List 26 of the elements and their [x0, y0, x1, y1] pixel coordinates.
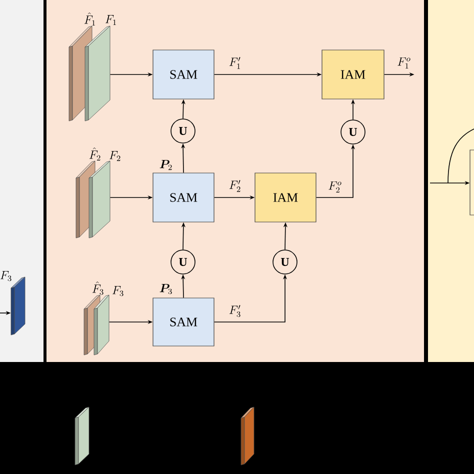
module-box: SAM — [152, 298, 214, 346]
edge-label: $F'_1$ — [229, 57, 240, 69]
feature-map — [74, 406, 90, 466]
feature-label: $\hat{F}_1$ — [84, 12, 95, 26]
module-box: IAM — [254, 172, 316, 222]
edge-label: $F^o_2$ — [328, 181, 342, 193]
feature-map — [10, 276, 26, 336]
module-box — [470, 150, 474, 216]
feature-map — [88, 160, 110, 238]
feature-map — [94, 294, 110, 356]
feature-label: $\boldsymbol{P}_3$ — [160, 284, 172, 294]
feature-label: $F_2$ — [109, 151, 120, 161]
feature-label: $\boldsymbol{P}_2$ — [160, 160, 172, 170]
feature-label: $F_3$ — [112, 286, 124, 296]
feature-map — [240, 406, 254, 466]
module-box: SAM — [152, 50, 214, 100]
feature-label: $\hat{F}_3$ — [92, 281, 104, 295]
feature-label: $\hat{F}_2$ — [89, 147, 100, 161]
edge-label: $F'_2$ — [229, 180, 240, 192]
edge-label: $F'_3$ — [229, 305, 240, 318]
feature-label: $F_1$ — [105, 15, 116, 25]
feature-label: $F_3$ — [0, 271, 12, 282]
feature-map — [84, 26, 110, 122]
module-box: IAM — [322, 50, 384, 100]
module-box: SAM — [152, 172, 214, 222]
edge-label: $F^o_1$ — [398, 57, 410, 69]
